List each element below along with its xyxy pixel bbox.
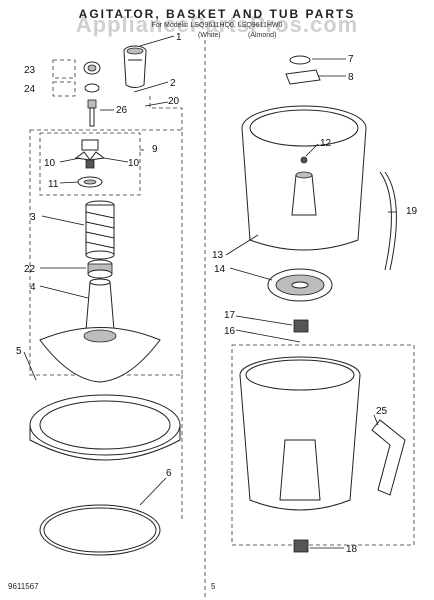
callout-11: 11 <box>48 179 59 190</box>
callout-10-right: 10 <box>128 158 140 169</box>
leader-lines <box>23 35 396 549</box>
page-title: AGITATOR, BASKET AND TUB PARTS <box>78 7 356 21</box>
callout-19: 19 <box>406 206 418 217</box>
model-color-almond: (Almond) <box>248 32 277 39</box>
part-hub-14 <box>267 268 333 302</box>
group-box-16 <box>231 344 415 546</box>
callout-2: 2 <box>170 78 176 89</box>
model-color-white: (White) <box>198 32 221 39</box>
part-seal-ring-24 <box>84 83 100 93</box>
part-nut-17 <box>293 319 309 333</box>
callout-7: 7 <box>348 54 354 65</box>
callout-13: 13 <box>212 250 224 261</box>
callout-numbers: 1 2 3 4 5 6 7 8 9 10 10 11 12 13 14 16 1… <box>16 32 418 555</box>
page-number: 5 <box>211 582 216 591</box>
part-hose-25 <box>371 419 406 496</box>
callout-20: 20 <box>168 96 180 107</box>
callout-17: 17 <box>224 310 236 321</box>
callout-18: 18 <box>346 544 358 555</box>
callout-1: 1 <box>176 32 182 43</box>
callout-3: 3 <box>30 212 36 223</box>
callout-8: 8 <box>348 72 354 83</box>
callout-24: 24 <box>24 84 36 95</box>
callout-23: 23 <box>24 65 36 76</box>
part-agitator-cap <box>123 45 147 88</box>
group-box-9 <box>39 132 141 196</box>
part-drive-block-8 <box>285 69 321 85</box>
part-agitator-dogs <box>74 139 106 188</box>
part-cam-23 <box>83 61 101 75</box>
callout-9: 9 <box>152 144 158 155</box>
model-numbers: For Models: LSQ9611HQ0, LSQ9611HW0 <box>151 22 283 29</box>
group-box-23 <box>52 59 76 79</box>
part-hose-19 <box>379 171 397 271</box>
callout-4: 4 <box>30 282 36 293</box>
part-tub-seal-6 <box>39 504 161 556</box>
callout-16: 16 <box>224 326 236 337</box>
callout-5: 5 <box>16 346 22 357</box>
watermark: AppliancePartsPros.com <box>75 12 359 37</box>
callout-22: 22 <box>24 264 36 275</box>
part-tub-ring-5 <box>29 394 181 461</box>
callout-25: 25 <box>376 406 388 417</box>
document-code: 9611567 <box>8 582 39 591</box>
callout-10-left: 10 <box>44 158 56 169</box>
group-box-24 <box>52 81 76 97</box>
part-washer-7 <box>289 55 311 65</box>
part-agitator-auger-3 <box>85 200 115 260</box>
callout-12: 12 <box>320 138 332 149</box>
part-outer-tub-16 <box>239 356 361 511</box>
part-agitator-base-4 <box>39 278 161 383</box>
callout-26: 26 <box>116 105 128 116</box>
part-bolt-26 <box>87 99 97 127</box>
callout-14: 14 <box>214 264 226 275</box>
part-spin-basket-13 <box>241 105 367 251</box>
callout-6: 6 <box>166 468 172 479</box>
part-bolt-18 <box>293 539 309 553</box>
part-clutch-22 <box>87 259 113 279</box>
